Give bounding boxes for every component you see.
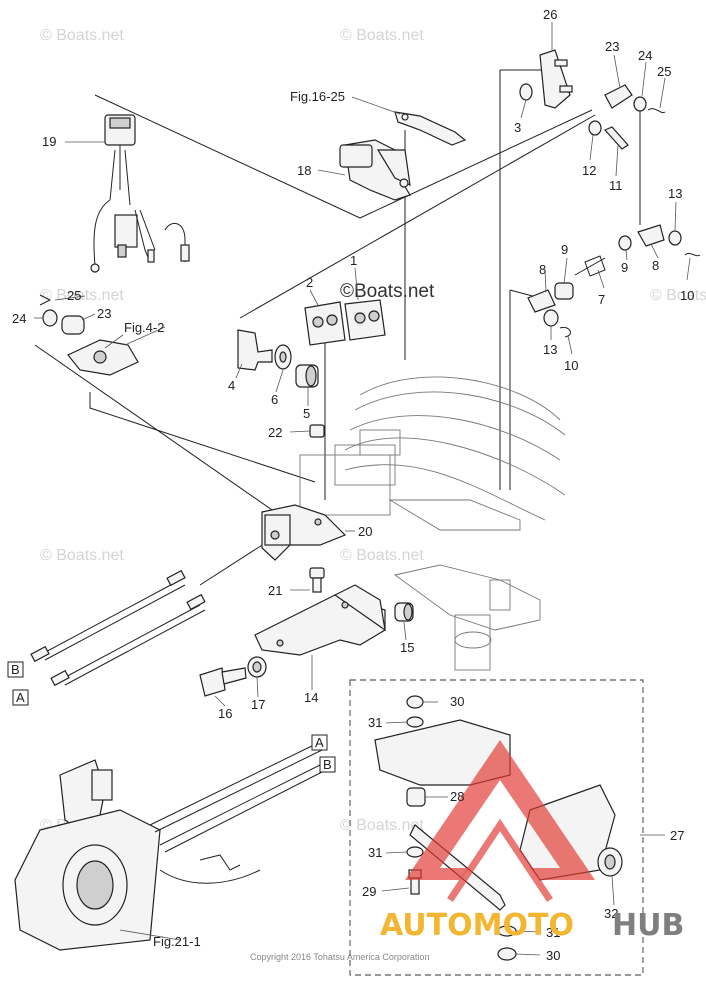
callout-10: 10 [564, 358, 578, 373]
throttle-cables [30, 569, 206, 687]
cable-bracket [261, 504, 347, 561]
callout-16: 16 [218, 706, 232, 721]
callout-21: 21 [268, 583, 282, 598]
bushing-15 [394, 602, 414, 622]
callout-12: 12 [582, 163, 596, 178]
callout-24: 24 [638, 48, 652, 63]
copyright-notice: Copyright 2016 Tohatsu America Corporati… [250, 952, 429, 962]
left-pivot-set [39, 294, 139, 376]
cable-tags: B A A B [7, 661, 336, 773]
throttle-linkage [519, 49, 701, 338]
watermark: © Boats.net [650, 287, 706, 304]
callout-27: 27 [670, 828, 684, 843]
callout-11: 11 [609, 178, 623, 193]
callout-9: 9 [621, 260, 628, 275]
fig-ref-21-1: Fig.21-1 [153, 934, 201, 949]
callout-30: 30 [546, 948, 560, 963]
wiring-harness [90, 114, 190, 273]
friction-plates [304, 299, 386, 346]
callout-7: 7 [598, 292, 605, 307]
callout-23: 23 [97, 306, 111, 321]
callout-31: 31 [368, 715, 382, 730]
callout-8: 8 [652, 258, 659, 273]
callout-29: 29 [362, 884, 376, 899]
automotohub-logo [405, 740, 595, 902]
cable-tag-a: A [315, 735, 324, 750]
callout-18: 18 [297, 163, 311, 178]
callout-30: 30 [450, 694, 464, 709]
watermark: © Boats.net [40, 27, 124, 44]
callout-25: 25 [67, 288, 81, 303]
brand-part1: AUTOMOTO [380, 908, 574, 943]
brand-wordmark: AUTOMOTO HUB [380, 908, 684, 943]
callout-19: 19 [42, 134, 56, 149]
motor-bracket-assembly [299, 376, 566, 671]
callout-6: 6 [271, 392, 278, 407]
fig-ref-16-25: Fig.16-25 [290, 89, 345, 104]
callout-22: 22 [268, 425, 282, 440]
watermark: © Boats.net [40, 547, 124, 564]
bolt-washer-set [199, 656, 267, 697]
remote-control-box [14, 741, 323, 951]
watermark-center: ©Boats.net [340, 281, 435, 302]
fig-ref-4-2: Fig.4-2 [124, 320, 164, 335]
watermark: © Boats.net [40, 287, 124, 304]
callout-2: 2 [306, 275, 313, 290]
callout-24: 24 [12, 311, 26, 326]
collar-part [309, 424, 325, 438]
callout-13: 13 [668, 186, 682, 201]
part-callouts: 19 18 26 23 24 25 3 12 11 13 2 1 4 6 5 2… [12, 7, 694, 963]
watermark: © Boats.net [340, 547, 424, 564]
pivot-bolt-set [237, 329, 319, 388]
bolt-21 [309, 567, 325, 593]
callout-31: 31 [546, 925, 560, 940]
callout-15: 15 [400, 640, 414, 655]
callout-23: 23 [605, 39, 619, 54]
callout-1: 1 [350, 253, 357, 268]
cable-tag-b: B [11, 662, 20, 677]
callout-10: 10 [680, 288, 694, 303]
callout-32: 32 [604, 906, 618, 921]
watermark: © Boats.net [340, 817, 424, 834]
leader-lines [34, 22, 691, 956]
throttle-bracket [339, 111, 467, 201]
callout-14: 14 [304, 690, 318, 705]
brand-part2: HUB [612, 908, 684, 943]
figure-references: Fig.16-25 Fig.4-2 Fig.21-1 [124, 89, 345, 949]
callout-4: 4 [228, 378, 235, 393]
callout-9: 9 [561, 242, 568, 257]
callout-26: 26 [543, 7, 557, 22]
callout-5: 5 [303, 406, 310, 421]
callout-20: 20 [358, 524, 372, 539]
callout-25: 25 [657, 64, 671, 79]
mounting-plate [254, 584, 386, 656]
callout-17: 17 [251, 697, 265, 712]
watermark: © Boats.net [340, 27, 424, 44]
callout-28: 28 [450, 789, 464, 804]
cable-tag-a: A [16, 690, 25, 705]
callout-13: 13 [543, 342, 557, 357]
callout-8: 8 [539, 262, 546, 277]
callout-3: 3 [514, 120, 521, 135]
callout-31: 31 [368, 845, 382, 860]
cable-tag-b: B [323, 757, 332, 772]
